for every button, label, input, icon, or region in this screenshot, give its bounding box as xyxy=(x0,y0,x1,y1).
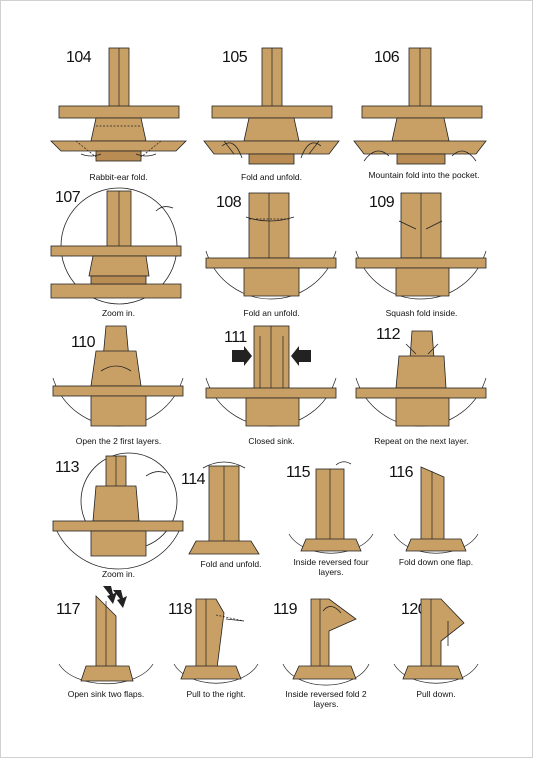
step-119-figure xyxy=(282,598,370,686)
step-number: 113 xyxy=(55,459,80,476)
step-110: 110 Open the 2 first layers. xyxy=(51,325,186,451)
step-caption: Inside reversed four layers. xyxy=(293,557,369,577)
step-116: 116 Fold down one flap. xyxy=(386,459,486,584)
step-caption: Rabbit-ear fold. xyxy=(89,172,148,182)
step-number: 119 xyxy=(273,601,298,618)
step-number: 105 xyxy=(222,49,248,66)
step-108-figure xyxy=(205,192,337,300)
step-caption: Pull down. xyxy=(416,689,456,699)
step-caption: Open the 2 first layers. xyxy=(75,436,162,446)
step-number: 107 xyxy=(55,189,81,206)
step-number: 115 xyxy=(286,464,311,481)
step-109: 109 Squash fold inside. xyxy=(354,191,489,321)
step-number: 118 xyxy=(168,601,193,618)
step-109-figure xyxy=(355,192,487,300)
step-120-figure xyxy=(393,598,479,684)
step-number: 108 xyxy=(216,194,242,211)
step-104-figure xyxy=(50,47,187,162)
step-caption: Zoom in. xyxy=(101,569,136,579)
step-caption: Fold an unfold. xyxy=(243,308,300,318)
step-caption: Pull to the right. xyxy=(186,689,246,699)
step-110-figure xyxy=(52,325,184,427)
step-caption: Squash fold inside. xyxy=(385,308,458,318)
step-107-figure xyxy=(50,187,182,305)
step-117-figure xyxy=(58,586,154,685)
step-120: 120 Pull down. xyxy=(386,591,486,716)
step-113-figure xyxy=(52,452,184,570)
step-caption: Inside reversed fold 2 layers. xyxy=(285,689,367,709)
step-105-figure xyxy=(203,47,340,165)
step-115: 115 Inside reversed four layers. xyxy=(281,459,381,584)
step-106: 106 Mountain fold into the pocket. xyxy=(353,46,489,191)
step-118-figure xyxy=(173,598,259,684)
step-number: 110 xyxy=(71,334,96,351)
step-caption: Fold down one flap. xyxy=(398,557,474,567)
step-107: 107 Zoom in. xyxy=(50,186,186,321)
step-number: 120 xyxy=(401,601,427,618)
step-112: 112 Repeat on the next layer. xyxy=(354,326,489,451)
step-108: 108 Fold an unfold. xyxy=(204,191,339,321)
step-caption: Repeat on the next layer. xyxy=(374,436,469,446)
step-caption: Mountain fold into the pocket. xyxy=(368,170,480,180)
step-105: 105 Fold and unfold. xyxy=(203,46,340,186)
step-caption: Fold and unfold. xyxy=(241,172,302,182)
step-111-figure xyxy=(205,325,337,427)
step-number: 104 xyxy=(66,49,92,66)
step-caption: Fold and unfold. xyxy=(200,559,262,569)
step-number: 116 xyxy=(389,464,414,481)
step-118: 118 Pull to the right. xyxy=(166,591,266,716)
step-114: 114 Fold and unfold. xyxy=(181,456,266,581)
step-number: 106 xyxy=(374,49,400,66)
step-number: 111 xyxy=(224,329,247,346)
step-number: 114 xyxy=(181,471,206,488)
step-number: 109 xyxy=(369,194,395,211)
step-caption: Open sink two flaps. xyxy=(67,689,145,699)
step-number: 112 xyxy=(376,326,401,343)
step-number: 117 xyxy=(56,601,81,618)
step-119: 119 Inside reversed fold 2 layers. xyxy=(271,591,381,721)
step-113: 113 Zoom in. xyxy=(51,451,186,586)
step-112-figure xyxy=(355,330,487,427)
step-caption: Closed sink. xyxy=(248,436,295,446)
step-104: 104 Rabbit-ear fold. xyxy=(50,46,187,186)
step-115-figure xyxy=(288,461,374,554)
step-114-figure xyxy=(188,461,260,555)
step-106-figure xyxy=(353,47,487,165)
step-117: 117 Open sink two flaps. xyxy=(51,586,161,716)
step-116-figure xyxy=(393,466,479,554)
step-caption: Zoom in. xyxy=(101,308,136,318)
step-111: 111 Closed sink. xyxy=(204,325,339,451)
